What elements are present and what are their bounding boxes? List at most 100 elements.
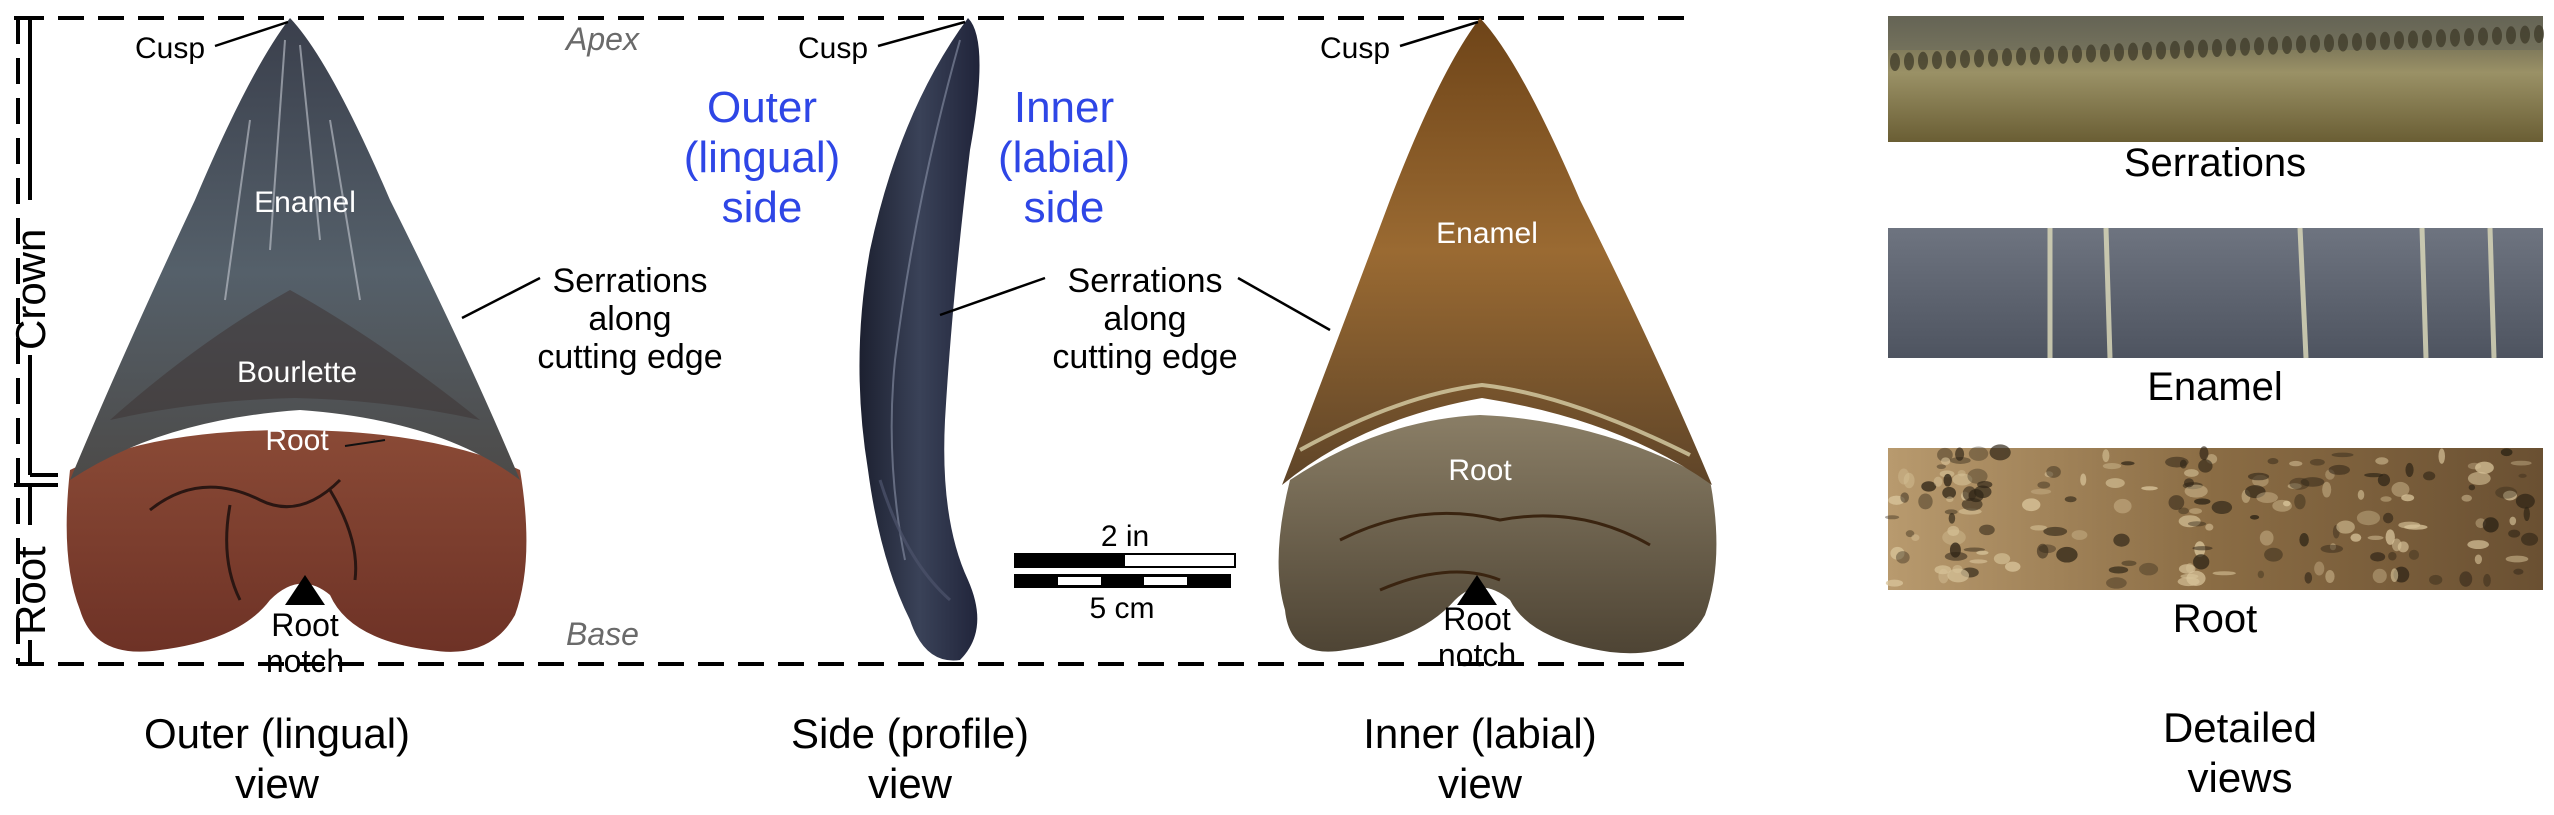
root-detail [1884,444,2543,590]
serration-bump [2352,32,2362,51]
root-texture-spot [1895,551,1910,564]
root-texture-spot [1948,512,1956,524]
serration-bump [2282,35,2292,54]
detail-views-caption-1: Detailed [2163,704,2317,751]
root-texture-spot [2515,493,2535,509]
inner-view-caption-1: Inner (labial) [1363,710,1596,757]
serration-bump [2534,25,2544,44]
root-texture-spot [2331,452,2354,458]
root-texture-spot [2187,521,2207,527]
root-texture-spot [2180,573,2199,579]
root-texture-spot [1993,553,2011,565]
root-texture-spot [2046,466,2061,478]
serration-bump [1904,52,1914,71]
serration-bump [2114,43,2124,62]
root-texture-spot [2503,490,2517,501]
root-texture-spot [2193,554,2210,570]
outer-serrations-label-2: along [588,300,671,338]
side-view-caption-1: Side (profile) [791,710,1029,757]
crown-axis-label: Crown [7,229,54,350]
root-texture-spot [1936,464,1946,469]
root-bracket [14,483,58,664]
serration-bump [2198,39,2208,58]
inner-crown-shape [1282,18,1712,485]
root-texture-spot [2192,546,2213,551]
root-texture-spot [2205,523,2214,531]
root-texture-spot [1905,530,1915,538]
root-texture-spot [1944,551,1968,561]
root-texture-spot [2030,525,2048,531]
root-texture-spot [2523,506,2530,522]
root-texture-spot [2300,477,2325,487]
serration-bump [2478,27,2488,46]
root-texture-spot [2372,568,2387,584]
root-texture-spot [2036,543,2049,559]
root-texture-spot [2513,568,2524,575]
serration-bump [2044,46,2054,65]
serration-bump [2016,47,2026,66]
inner-side-label-2: (labial) [998,133,1130,182]
root-texture-spot [1918,493,1933,510]
outer-view-caption-2: view [235,760,320,807]
root-texture-spot [2165,456,2189,468]
root-texture-spot [2510,460,2532,466]
root-texture-spot [1890,546,1905,560]
serration-bump [2296,35,2306,54]
root-texture-spot [2320,544,2344,553]
serration-bump [1946,50,1956,69]
root-axis-label: Root [7,546,54,635]
root-texture-spot [1946,496,1954,503]
root-texture-spot [1903,472,1915,489]
root-texture-spot [2356,510,2381,526]
root-texture-spot [2004,561,2021,572]
serration-bump [2366,32,2376,51]
root-texture-spot [1934,565,1952,575]
outer-root-notch-label-2: notch [266,643,344,679]
root-texture-spot [2030,488,2052,495]
root-texture-spot [2508,529,2521,538]
inner-root-shape [1278,415,1717,654]
outer-root-label: Root [265,424,329,457]
root-texture-spot [2257,570,2265,579]
serration-bump [2394,31,2404,50]
inner-root-notch-label-1: Root [1443,601,1511,637]
root-texture-spot [2380,496,2392,502]
inner-side-label-3: side [1024,183,1105,232]
root-texture-spot [2139,562,2159,576]
root-texture-spot [2102,449,2110,463]
root-texture-spot [1952,473,1973,486]
root-texture-spot [2064,496,2077,503]
root-texture-spot [2212,571,2236,576]
root-texture-spot [2105,478,2125,489]
root-texture-spot [2329,543,2337,551]
root-texture-spot [2106,577,2127,589]
root-texture-spot [2322,481,2332,498]
root-texture-spot [2267,458,2279,465]
root-texture-spot [2244,485,2266,499]
root-texture-spot [2385,529,2395,545]
inner-cusp-leader [1399,20,1479,48]
root-texture-spot [2037,481,2051,489]
side-profile-tooth [859,18,980,661]
root-texture-spot [1979,524,1995,536]
root-texture-spot [2304,572,2313,584]
root-texture-spot [2467,540,2489,550]
root-texture-spot [1884,515,1900,520]
serration-bump [1988,48,1998,67]
root-texture [1884,444,2539,589]
outer-view-caption-1: Outer (lingual) [144,710,410,757]
root-texture-spot [2314,561,2325,576]
root-texture-spot [1939,470,1955,478]
serration-bump [2142,42,2152,61]
root-texture-spot [2505,555,2529,563]
dashed-frame [16,16,1690,666]
outer-root-notch-marker [285,575,325,605]
outer-bourlette-band [110,290,480,420]
root-texture-spot [2357,489,2365,500]
serration-bumps [1890,25,2544,71]
root-texture-spot [2388,551,2397,561]
root-texture-spot [1977,480,1993,489]
apex-label: Apex [564,21,640,57]
root-texture-spot [2429,574,2443,585]
